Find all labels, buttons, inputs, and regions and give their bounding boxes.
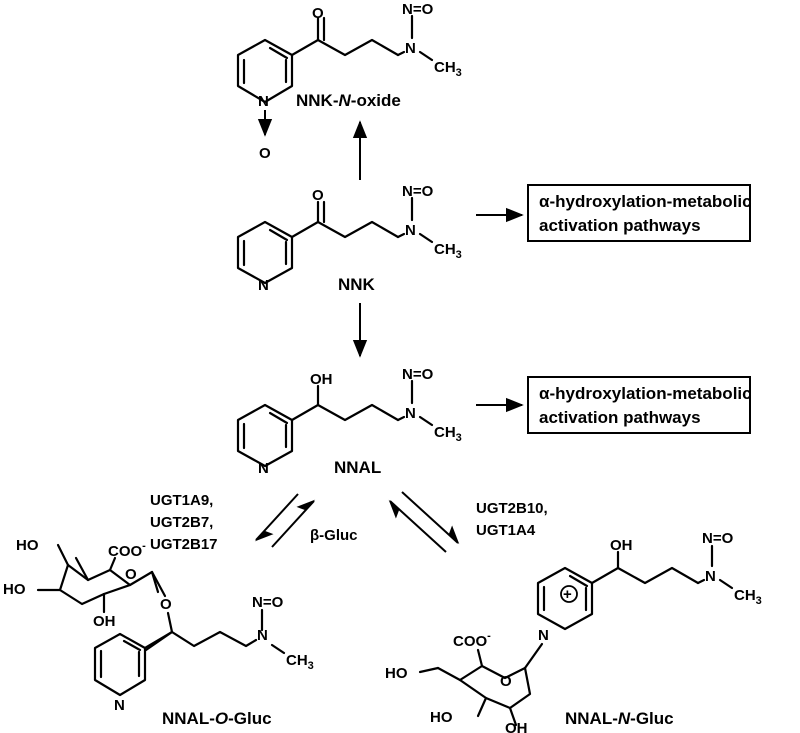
methyl-group: CH3 — [434, 59, 462, 79]
atom-n-pyridine: N — [258, 277, 269, 294]
hydroxyl-group: OH — [610, 537, 633, 554]
enzyme-ugt2b10: UGT2B10, — [476, 500, 548, 517]
nnal-structure: OH N N=O CH3 N — [236, 366, 462, 477]
hydroxyl-group: HO — [3, 581, 26, 598]
hydroxyl-group: OH — [310, 371, 333, 388]
atom-o-ring: O — [500, 673, 512, 690]
atom-n-amine: N — [405, 405, 416, 422]
atom-n-amine: N — [705, 568, 716, 585]
atom-o-carbonyl: O — [312, 5, 324, 22]
atom-o-oxide: O — [259, 145, 271, 162]
nnal-label: NNAL — [334, 458, 381, 477]
atom-o-carbonyl: O — [312, 187, 324, 204]
nnk-structure: O N N=O CH3 N — [236, 183, 462, 294]
atom-n-pyridinium: N — [538, 627, 549, 644]
atom-n-amine: N — [405, 40, 416, 57]
nitroso-group: N=O — [252, 594, 284, 611]
svg-text:α-hydroxylation-metabolic: α-hydroxylation-metabolic — [539, 192, 752, 211]
positive-charge: + — [563, 586, 572, 603]
hydroxyl-group: HO — [430, 709, 453, 726]
hydroxyl-group: OH — [505, 720, 528, 733]
nnk-n-oxide-structure: O N N=O CH3 N O — [236, 1, 462, 162]
methyl-group: CH3 — [434, 241, 462, 261]
nnal-n-gluc-label: NNAL-N-Gluc — [565, 709, 674, 728]
nnal-o-gluc-structure: COO- HO HO OH O O N N=O CH3 N — [3, 537, 314, 714]
nitroso-group: N=O — [402, 183, 434, 200]
hydroxyl-group: OH — [93, 613, 116, 630]
nnal-n-gluc-structure: + OH N N=O CH3 N COO- O HO HO OH — [385, 530, 762, 733]
pathway-box-2: α-hydroxylation-metabolic activation pat… — [527, 376, 752, 434]
methyl-group: CH3 — [434, 424, 462, 444]
svg-text:α-hydroxylation-metabolic: α-hydroxylation-metabolic — [539, 384, 752, 403]
hydroxyl-group: HO — [385, 665, 408, 682]
enzyme-ugt2b17: UGT2B17 — [150, 536, 218, 553]
nitroso-group: N=O — [702, 530, 734, 547]
equilibrium-arrows-right — [388, 491, 460, 553]
svg-text:activation pathways: activation pathways — [539, 408, 701, 427]
carboxylate-group: COO- — [108, 540, 146, 560]
nnk-label: NNK — [338, 275, 376, 294]
pathway-box-1: α-hydroxylation-metabolic activation pat… — [527, 184, 752, 242]
atom-n-pyridine: N — [258, 93, 269, 110]
atom-o-glycosidic: O — [160, 596, 172, 613]
methyl-group: CH3 — [734, 587, 762, 607]
equilibrium-arrows-left — [254, 493, 316, 548]
atom-n-amine: N — [257, 627, 268, 644]
nnk-n-oxide-label: NNK-N-oxide — [296, 91, 401, 110]
atom-n-pyridine: N — [114, 697, 125, 714]
enzyme-ugt1a4: UGT1A4 — [476, 522, 536, 539]
enzyme-ugt2b7: UGT2B7, — [150, 514, 213, 531]
nnal-o-gluc-label: NNAL-O-Gluc — [162, 709, 272, 728]
methyl-group: CH3 — [286, 652, 314, 672]
nitroso-group: N=O — [402, 366, 434, 383]
enzyme-beta-gluc: β-Gluc — [310, 527, 358, 544]
carboxylate-group: COO- — [453, 630, 491, 650]
enzyme-ugt1a9: UGT1A9, — [150, 492, 213, 509]
atom-n-amine: N — [405, 222, 416, 239]
atom-n-pyridine: N — [258, 460, 269, 477]
hydroxyl-group: HO — [16, 537, 39, 554]
atom-o-ring: O — [125, 566, 137, 583]
nitroso-group: N=O — [402, 1, 434, 18]
svg-text:activation pathways: activation pathways — [539, 216, 701, 235]
